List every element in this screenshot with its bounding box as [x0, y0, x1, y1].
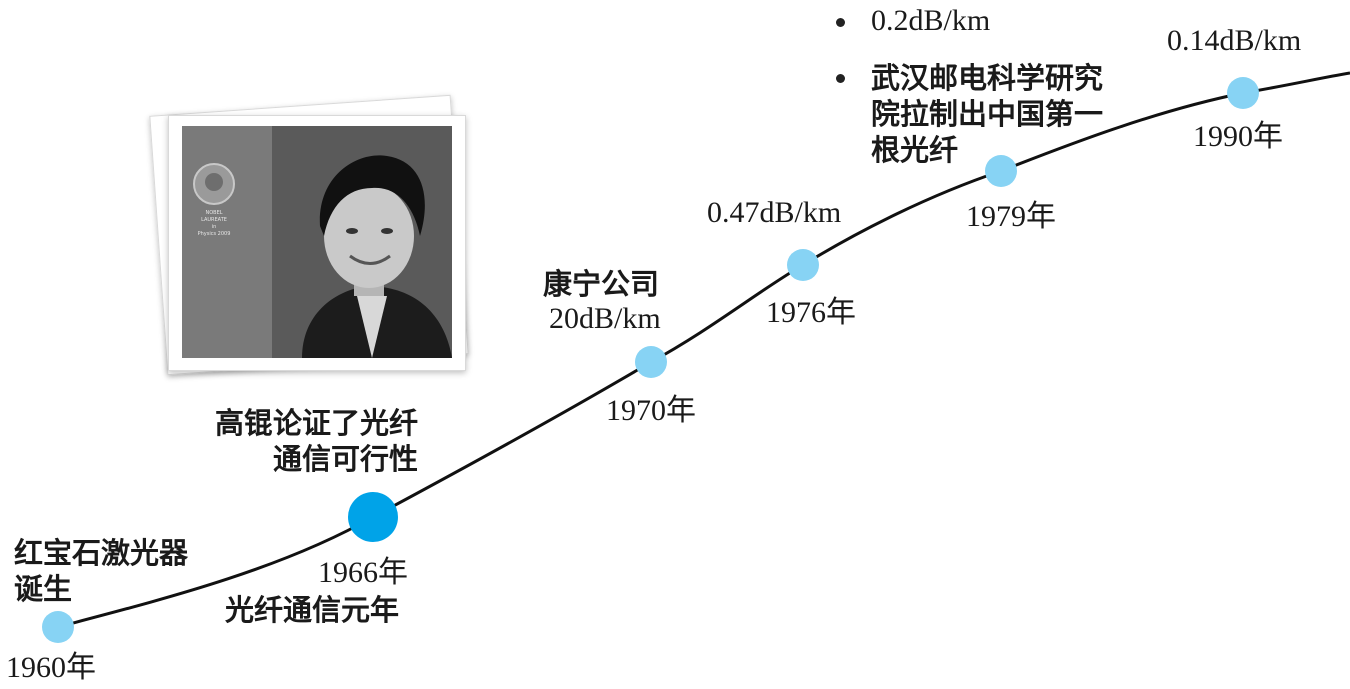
node-1970: [635, 346, 667, 378]
value-1970: 20dB/km: [549, 302, 661, 335]
year-1990: 1990年: [1193, 120, 1283, 153]
year-1979: 1979年: [966, 200, 1056, 233]
value-1990: 0.14dB/km: [1167, 24, 1302, 57]
portrait-illustration: [182, 126, 452, 358]
node-1960: [42, 611, 74, 643]
year-1960: 1960年: [6, 651, 96, 684]
bullet-item-1979-loss: 0.2dB/km: [836, 4, 990, 38]
bullet-item-1979-wuhan: 武汉邮电科学研究 院拉制出中国第一 根光纤: [836, 60, 1103, 168]
timeline-curve: [57, 71, 1350, 629]
node-1976: [787, 249, 819, 281]
bullet-dot: [836, 74, 845, 83]
year-1966: 1966年: [318, 556, 408, 589]
year-1976: 1976年: [766, 296, 856, 329]
photo-of-charles-kao: NOBEL LAUREATE in Physics 2009: [149, 94, 480, 385]
subcaption-1966: 光纤通信元年: [225, 593, 400, 627]
bullet-text-1979-loss: 0.2dB/km: [871, 4, 991, 37]
photo-frame: NOBEL LAUREATE in Physics 2009: [168, 115, 466, 371]
caption-1966: 高锟论证了光纤 通信可行性: [214, 406, 418, 476]
node-1979: [985, 155, 1017, 187]
value-1976: 0.47dB/km: [707, 196, 842, 229]
year-1970: 1970年: [606, 394, 696, 427]
node-1990: [1227, 77, 1259, 109]
medal-text: NOBEL LAUREATE in Physics 2009: [197, 210, 231, 237]
node-1966: [348, 492, 398, 542]
portrait-photo: NOBEL LAUREATE in Physics 2009: [182, 126, 452, 358]
bullet-dot: [836, 18, 845, 27]
caption-1960: 红宝石激光器 诞生: [14, 536, 189, 606]
bullet-text-1979-wuhan: 武汉邮电科学研究 院拉制出中国第一 根光纤: [871, 61, 1104, 167]
caption-1970: 康宁公司: [543, 267, 660, 301]
